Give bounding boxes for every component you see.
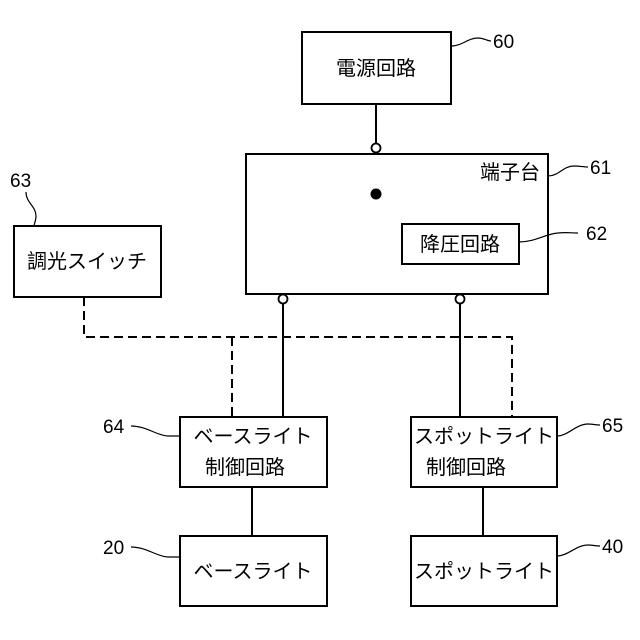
leader-63 <box>26 192 36 226</box>
ref-60: 60 <box>493 32 514 53</box>
step-down-circuit-label: 降圧回路 <box>420 232 500 256</box>
junction-node <box>371 189 381 199</box>
terminal-output-base <box>279 295 288 304</box>
dimmer-switch-label: 調光スイッチ <box>27 249 147 273</box>
leader-40 <box>557 545 600 556</box>
leader-64 <box>131 426 180 436</box>
ref-63: 63 <box>10 171 31 192</box>
terminal-block-label: 端子台 <box>480 160 540 184</box>
ref-62: 62 <box>586 224 607 245</box>
leader-65 <box>557 424 600 436</box>
leader-20 <box>131 547 180 557</box>
spot-light-control-label-line2: 制御回路 <box>426 455 506 479</box>
leader-60 <box>451 38 491 46</box>
base-light-label: ベースライト <box>194 559 313 583</box>
terminal-output-spot <box>456 295 465 304</box>
power-circuit-label: 電源回路 <box>336 56 416 80</box>
ref-65: 65 <box>602 416 623 437</box>
leader-61 <box>548 166 588 176</box>
ref-40: 40 <box>602 537 623 558</box>
terminal-input <box>372 144 381 153</box>
base-light-control-label-line2: 制御回路 <box>205 455 285 479</box>
ref-20: 20 <box>103 538 124 559</box>
spot-light-control-label-line1: スポットライト <box>414 424 554 448</box>
ref-61: 61 <box>590 158 611 179</box>
spot-light-label: スポットライト <box>414 559 554 583</box>
ref-64: 64 <box>103 417 125 438</box>
dimmer-signal-line <box>84 297 512 417</box>
base-light-control-label-line1: ベースライト <box>194 424 313 448</box>
